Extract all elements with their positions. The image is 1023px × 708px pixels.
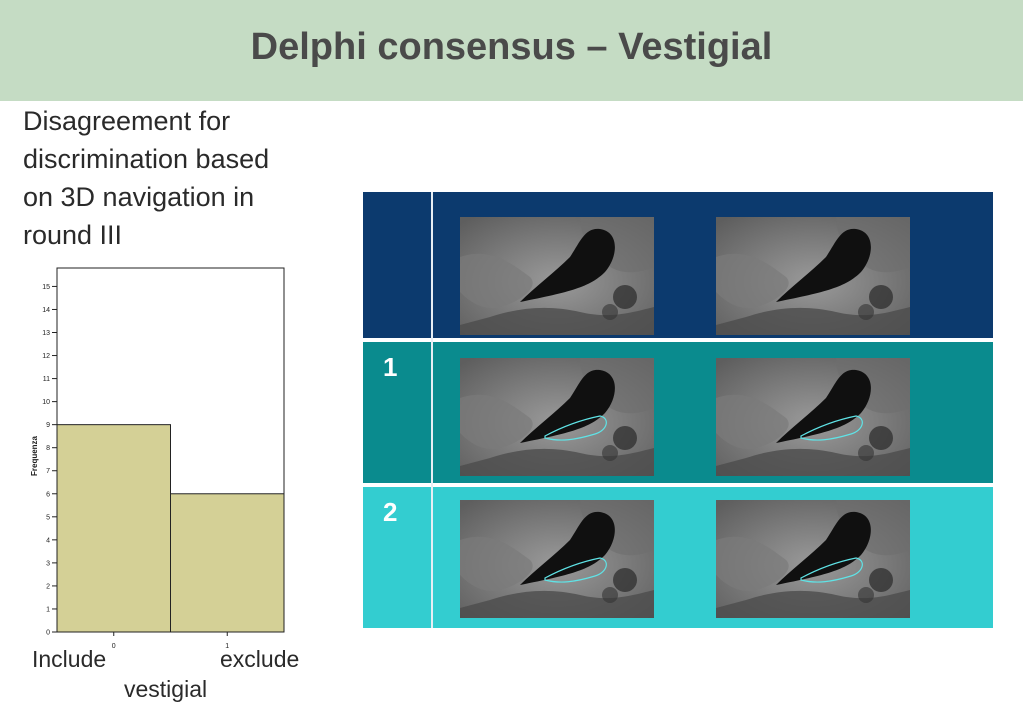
figure-divider bbox=[431, 192, 433, 628]
mri-scan-image bbox=[716, 217, 910, 335]
description-line: round III bbox=[23, 220, 123, 250]
y-tick-label: 8 bbox=[46, 445, 50, 452]
y-tick-label: 14 bbox=[42, 307, 50, 314]
row-label-2: 2 bbox=[383, 497, 398, 527]
x-tick-label: 1 bbox=[225, 643, 229, 650]
description-line: Disagreement for bbox=[23, 106, 231, 136]
slide-description: Disagreement for discrimination based on… bbox=[23, 102, 333, 254]
y-tick-label: 11 bbox=[43, 376, 50, 383]
y-tick-label: 5 bbox=[46, 514, 50, 521]
y-tick-label: 4 bbox=[46, 537, 50, 544]
mri-scan-image bbox=[460, 500, 654, 618]
y-tick-label: 12 bbox=[42, 353, 50, 360]
plot-frame bbox=[56, 267, 285, 633]
y-tick-label: 10 bbox=[42, 399, 50, 406]
mri-scan-graphic bbox=[460, 358, 654, 476]
mri-scan-graphic bbox=[460, 217, 654, 335]
description-line: on 3D navigation in bbox=[23, 182, 255, 212]
mri-scan-graphic bbox=[716, 358, 910, 476]
description-line: discrimination based bbox=[23, 144, 270, 174]
x-tick-label: 0 bbox=[112, 643, 116, 650]
y-tick-label: 9 bbox=[46, 422, 50, 429]
y-tick-label: 13 bbox=[42, 330, 50, 337]
y-tick-label: 1 bbox=[46, 606, 50, 613]
y-tick-label: 6 bbox=[46, 491, 50, 498]
y-tick-label: 0 bbox=[46, 630, 50, 637]
y-tick-label: 2 bbox=[46, 583, 50, 590]
bar-1 bbox=[170, 493, 285, 633]
category-name-include: Include bbox=[32, 646, 107, 672]
mri-segmentation-figure: 1 2 bbox=[363, 192, 993, 628]
mri-scan-graphic bbox=[460, 500, 654, 618]
mri-scan-image bbox=[716, 500, 910, 618]
row-label-1: 1 bbox=[383, 352, 398, 382]
mri-scan-image bbox=[460, 358, 654, 476]
title-bar bbox=[0, 0, 1023, 101]
mri-scan-image bbox=[716, 358, 910, 476]
category-name-exclude: exclude bbox=[220, 646, 300, 672]
y-axis-label: Frequenza bbox=[30, 435, 39, 476]
mri-scan-image bbox=[460, 217, 654, 335]
x-axis-label: vestigial bbox=[124, 676, 208, 702]
mri-scan-graphic bbox=[716, 500, 910, 618]
y-tick-label: 7 bbox=[46, 468, 50, 475]
mri-scan-graphic bbox=[716, 217, 910, 335]
bar-0 bbox=[56, 424, 171, 633]
y-tick-label: 15 bbox=[42, 284, 50, 291]
slide-title: Delphi consensus – Vestigial bbox=[250, 26, 773, 68]
y-tick-label: 3 bbox=[46, 560, 50, 567]
